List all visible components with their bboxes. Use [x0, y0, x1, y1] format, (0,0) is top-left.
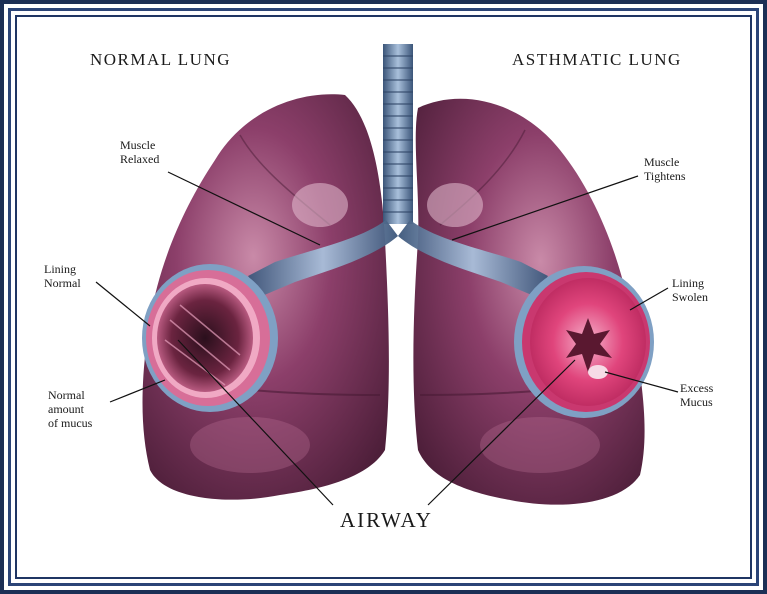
label-lining-swollen: Lining Swolen: [672, 276, 708, 304]
label-normal-mucus: Normal amount of mucus: [48, 388, 92, 430]
airway-label: AIRWAY: [340, 508, 433, 533]
normal-lung-title: NORMAL LUNG: [90, 50, 231, 70]
label-excess-mucus: Excess Mucus: [680, 381, 713, 409]
asthmatic-airway-section: [514, 266, 654, 418]
trachea: [383, 44, 413, 224]
label-muscle-relaxed: Muscle Relaxed: [120, 138, 159, 166]
label-lining-normal: Lining Normal: [44, 262, 81, 290]
asthmatic-lung-title: ASTHMATIC LUNG: [512, 50, 682, 70]
label-muscle-tightens: Muscle Tightens: [644, 155, 686, 183]
normal-airway-section: [142, 264, 278, 412]
